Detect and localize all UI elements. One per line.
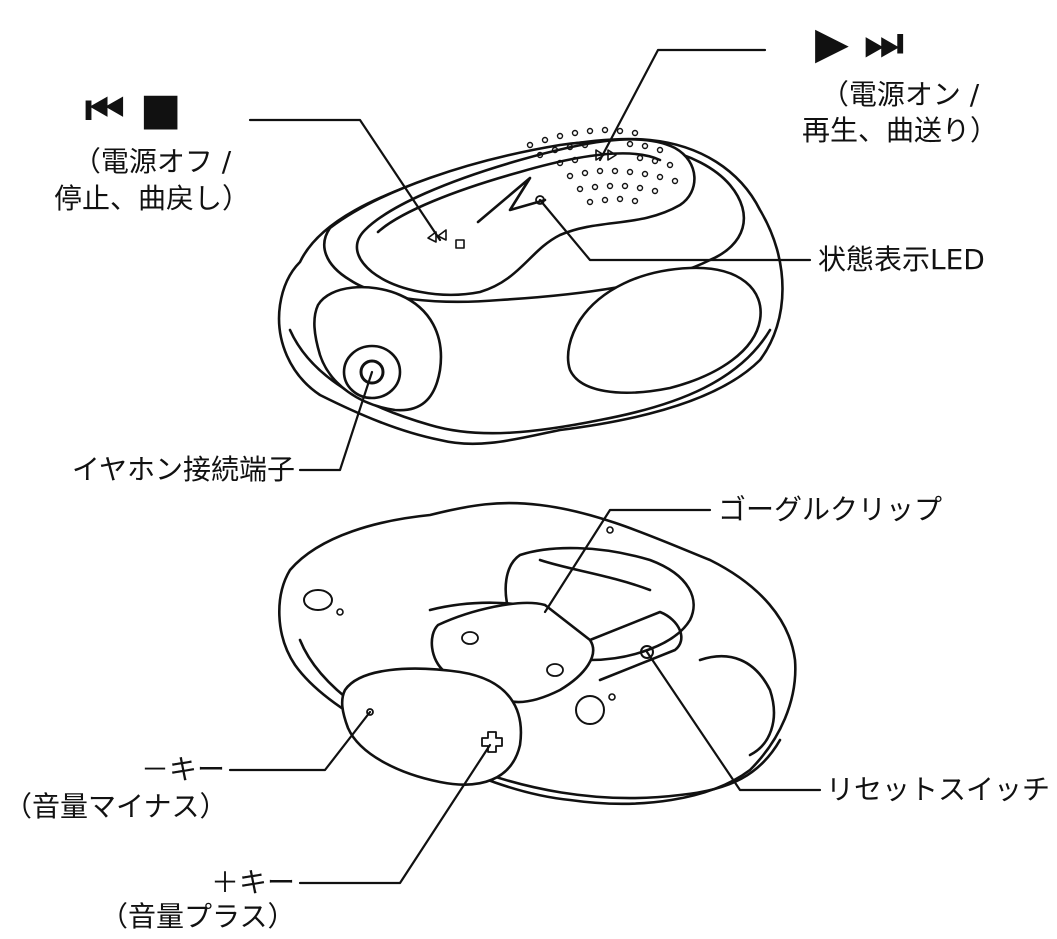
minus-key-icon <box>366 708 374 716</box>
reset-switch-icon <box>640 645 654 659</box>
minus-key-label-line1: －キー <box>140 753 225 786</box>
leader-play-next <box>598 48 767 162</box>
speaker-grille <box>526 126 679 206</box>
leader-goggle-clip <box>543 508 712 614</box>
plus-key-icon <box>481 731 503 753</box>
button-panel <box>355 138 696 297</box>
reset-switch-label: リセットスイッチ <box>826 773 1051 806</box>
leader-reset-switch <box>645 650 822 792</box>
goggle-clip-label: ゴーグルクリップ <box>718 493 943 526</box>
play-next-label-line1: （電源オン / <box>820 78 980 111</box>
earphone-jack-label: イヤホン接続端子 <box>71 453 295 486</box>
prev-stop-symbol: ⏮ ■ <box>85 84 182 135</box>
leader-lines <box>228 48 822 885</box>
plus-key-label-line1: ＋キー <box>210 866 295 899</box>
prev-stop-label-line2: 停止、曲戻し） <box>53 182 250 215</box>
device-top-view <box>277 126 784 446</box>
leader-plus-key <box>298 743 492 885</box>
right-side-recess <box>566 266 762 394</box>
play-next-symbol: ▶ ⏭ <box>815 18 904 69</box>
status-led-label: 状態表示LED <box>818 243 985 276</box>
leader-earphone <box>298 370 374 472</box>
plus-key-label-line2: （音量プラス） <box>100 900 296 933</box>
leader-prev-stop <box>248 118 442 242</box>
device-bottom-view <box>278 501 797 805</box>
earphone-jack-icon <box>359 359 385 385</box>
prev-stop-label-line1: （電源オフ / <box>72 145 232 178</box>
leader-minus-key <box>228 710 372 772</box>
status-led-icon <box>535 195 545 205</box>
key-panel <box>340 667 523 786</box>
leader-status-led <box>538 198 812 262</box>
play-next-label-line2: 再生、曲送り） <box>801 114 998 147</box>
minus-key-label-line2: （音量マイナス） <box>4 790 228 823</box>
